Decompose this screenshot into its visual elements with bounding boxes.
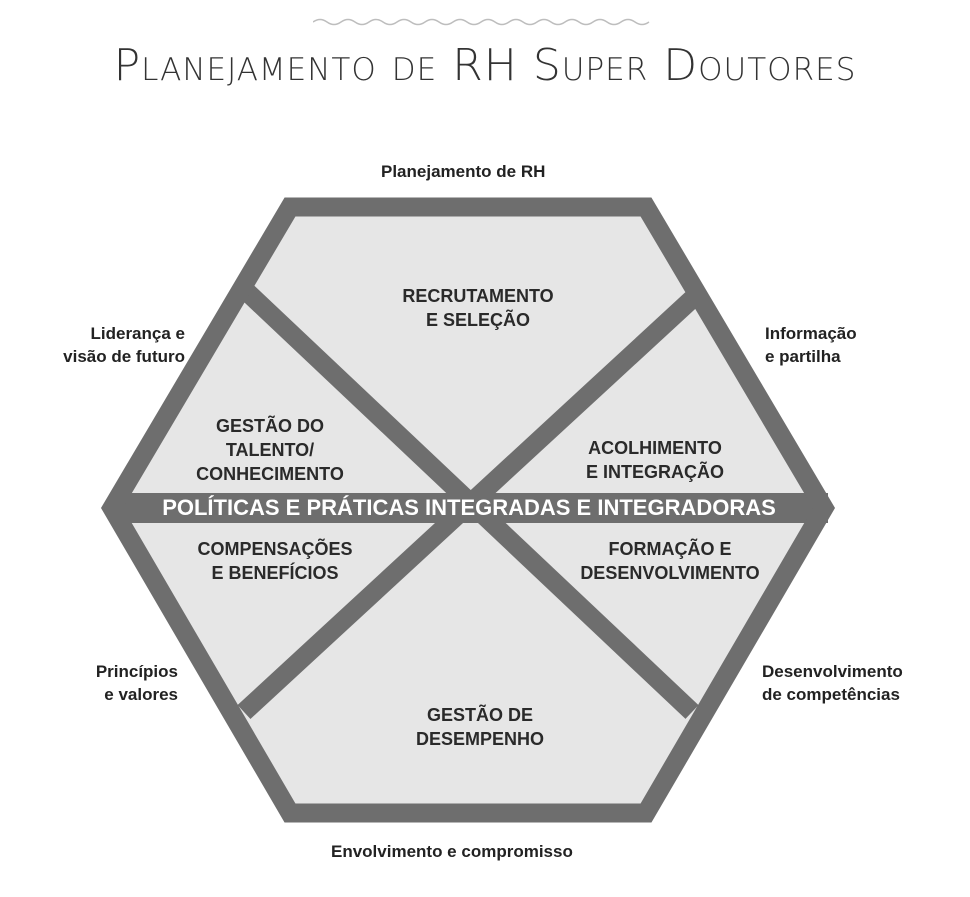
sector-gestao-desempenho: GESTÃO DE DESEMPENHO: [415, 705, 545, 749]
center-band: [112, 493, 828, 523]
sector-gestao-talento: GESTÃO DO TALENTO/ CONHECIMENTO: [196, 416, 344, 484]
label-desenvolvimento-competencias: Desenvolvimento de competências: [762, 662, 903, 704]
center-banner: POLÍTICAS E PRÁTICAS INTEGRADAS E INTEGR…: [162, 495, 776, 520]
page-title: Planejamento de RH Super Doutores: [113, 40, 857, 91]
decorative-wave-divider: [313, 18, 650, 26]
sector-acolhimento: ACOLHIMENTO E INTEGRAÇÃO: [585, 438, 724, 482]
sector-recrutamento: RECRUTAMENTO E SELEÇÃO: [402, 286, 554, 330]
label-informacao: Informação e partilha: [765, 324, 857, 366]
hexagon-frame: [100, 197, 836, 823]
label-planejamento-de-rh: Planejamento de RH: [381, 162, 546, 181]
label-envolvimento: Envolvimento e compromisso: [331, 842, 573, 861]
sector-formacao: FORMAÇÃO E DESENVOLVIMENTO: [580, 539, 760, 583]
label-principios: Princípios e valores: [95, 662, 178, 704]
label-lideranca: Liderança e visão de futuro: [63, 324, 185, 366]
sector-compensacoes: COMPENSAÇÕES E BENEFÍCIOS: [197, 539, 353, 583]
